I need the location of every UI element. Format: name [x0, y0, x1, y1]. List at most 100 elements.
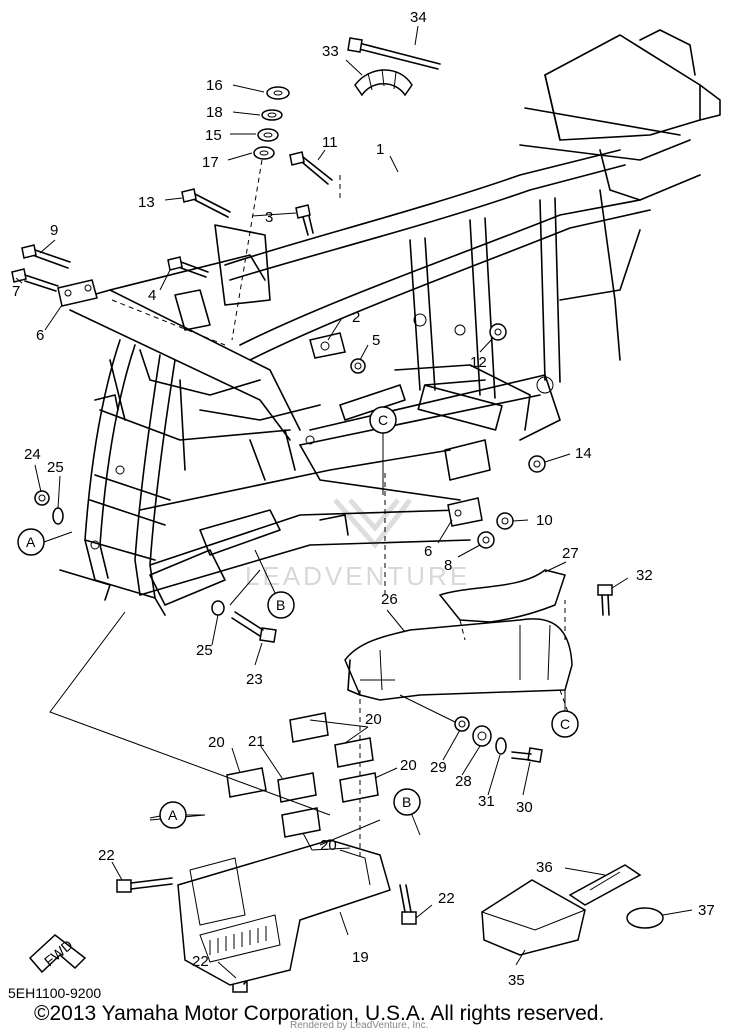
- owners-pouch-35: [481, 879, 586, 956]
- rear-fender-26: [344, 618, 573, 701]
- ref-c-1: C: [369, 406, 397, 495]
- ref-a-1: A: [17, 528, 73, 556]
- callout-35: 35: [508, 972, 525, 989]
- bolt-23: [231, 611, 277, 643]
- ref-b-1: B: [254, 549, 295, 619]
- bolt-30: [511, 747, 543, 763]
- callout-29: 29: [430, 759, 447, 776]
- callout-16: 16: [206, 77, 223, 94]
- svg-text:A: A: [26, 534, 36, 550]
- washers-stack: [253, 86, 290, 160]
- ref-a-2: A: [149, 801, 205, 829]
- callout-24: 24: [24, 446, 41, 463]
- callout-2: 2: [352, 309, 360, 326]
- ref-c-2: C: [551, 710, 579, 738]
- bolt-13: [181, 188, 231, 218]
- callout-13: 13: [138, 194, 155, 211]
- bracket-6b: [447, 497, 483, 527]
- pads-20: [226, 712, 379, 838]
- washer-25a: [52, 507, 64, 525]
- washer-25b: [211, 600, 225, 616]
- callout-32: 32: [636, 567, 653, 584]
- svg-text:B: B: [402, 794, 411, 810]
- pad-21: [277, 772, 317, 803]
- nut-5: [350, 358, 366, 374]
- watermark-text: LEADVENTURE: [245, 561, 470, 591]
- callout-19: 19: [352, 949, 369, 966]
- callout-18: 18: [206, 104, 223, 121]
- assembly-lines: [49, 159, 569, 860]
- callout-36: 36: [536, 859, 553, 876]
- callout-6b: 6: [424, 543, 432, 560]
- callout-27: 27: [562, 545, 579, 562]
- bolt-32: [597, 584, 613, 616]
- nut-10: [496, 512, 514, 530]
- callout-22c: 22: [192, 953, 209, 970]
- callout-20a: 20: [208, 734, 225, 751]
- callout-37: 37: [698, 902, 715, 919]
- callout-9: 9: [50, 222, 58, 239]
- callout-31: 31: [478, 793, 495, 810]
- svg-text:A: A: [168, 807, 178, 823]
- bolt-3: [295, 204, 314, 236]
- callout-25a: 25: [47, 459, 64, 476]
- rear-flap-27: [438, 569, 566, 623]
- callout-26: 26: [381, 591, 398, 608]
- callout-33: 33: [322, 43, 339, 60]
- leader-lines: [15, 25, 693, 979]
- callout-25b: 25: [196, 642, 213, 659]
- nut-24: [34, 490, 50, 506]
- callout-14: 14: [575, 445, 592, 462]
- callout-11: 11: [322, 134, 338, 151]
- callout-1: 1: [376, 141, 384, 158]
- callout-20d: 20: [320, 837, 337, 854]
- bolt-22b: [399, 884, 417, 925]
- seal-37: [626, 907, 664, 929]
- washer-31: [495, 737, 507, 755]
- callout-20c: 20: [400, 757, 417, 774]
- skid-plate-19: [177, 839, 391, 986]
- svg-text:C: C: [378, 412, 388, 428]
- callout-7: 7: [12, 283, 20, 300]
- callout-22a: 22: [98, 847, 115, 864]
- collar-28: [472, 725, 492, 747]
- copyright-notice: ©2013 Yamaha Motor Corporation, U.S.A. A…: [34, 1002, 605, 1025]
- callout-4: 4: [148, 287, 156, 304]
- rendered-by-note: Rendered by LeadVenture, Inc.: [290, 1020, 429, 1031]
- nut-12: [489, 323, 507, 341]
- callout-30: 30: [516, 799, 533, 816]
- main-frame: [59, 29, 721, 616]
- callout-12: 12: [470, 354, 487, 371]
- bracket-2: [309, 332, 346, 359]
- nut-29: [454, 716, 470, 732]
- nut-8: [477, 531, 495, 549]
- callout-28: 28: [455, 773, 472, 790]
- cable-tie-34: [347, 37, 441, 70]
- svg-text:C: C: [560, 716, 570, 732]
- bolt-22a: [116, 877, 173, 893]
- callout-8: 8: [444, 557, 452, 574]
- grommet-33: [354, 68, 413, 97]
- nut-14: [528, 455, 546, 473]
- bolt-11: [289, 151, 333, 185]
- fwd-arrow-icon: FWD: [28, 934, 87, 974]
- svg-text:B: B: [276, 597, 285, 613]
- ref-b-2: B: [393, 788, 421, 816]
- bracket-6a: [57, 279, 98, 307]
- callout-3: 3: [265, 209, 273, 226]
- callout-22b: 22: [438, 890, 455, 907]
- callout-21: 21: [248, 733, 265, 750]
- callout-20b: 20: [365, 711, 382, 728]
- bolt-7: [11, 268, 59, 292]
- tool-36: [568, 864, 642, 906]
- callouts: 1 2 3 4 5 6 6 7 8 9 10 11 12 13 14 15 16…: [12, 9, 715, 989]
- diagram-code: 5EH1100-9200: [8, 985, 102, 1001]
- watermark: LEADVENTURE: [245, 498, 470, 591]
- callout-15: 15: [205, 127, 222, 144]
- callout-23: 23: [246, 671, 263, 688]
- callout-6a: 6: [36, 327, 44, 344]
- callout-34: 34: [410, 9, 427, 26]
- callout-17: 17: [202, 154, 219, 171]
- bolt-4: [167, 256, 209, 278]
